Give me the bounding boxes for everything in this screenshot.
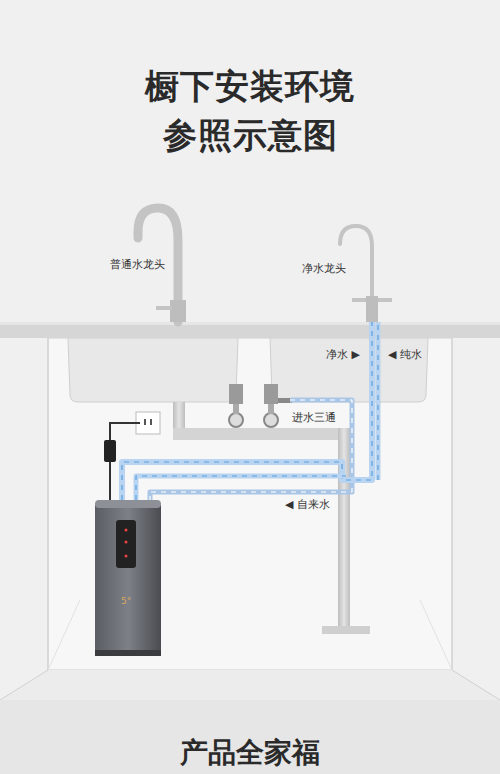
diagram-title: 橱下安装环境 参照示意图	[135, 62, 365, 161]
faucet-label: 净水龙头	[302, 262, 346, 275]
water-label: ◀ 自来水	[285, 498, 330, 511]
water-label: 净水 ▶	[326, 348, 360, 361]
valve-label: 进水三通	[292, 411, 336, 424]
water-label: ◀ 纯水	[388, 348, 422, 361]
faucet-label: 普通水龙头	[110, 258, 165, 271]
brand-mark: 5°	[121, 596, 131, 607]
section-heading: 产品全家福	[0, 736, 500, 770]
